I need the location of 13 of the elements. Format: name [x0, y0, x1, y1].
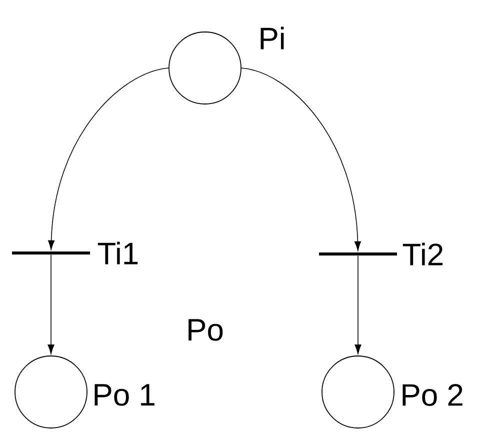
arrow: [48, 68, 169, 250]
node-label: Ti2: [402, 242, 443, 266]
label: Po: [188, 319, 223, 341]
place-circle: [168, 32, 242, 104]
arrow: [241, 68, 361, 251]
node-label: Ti1: [98, 242, 138, 264]
node-label: Po 1: [94, 384, 154, 406]
arrow: [354, 255, 362, 354]
node-label: Pi: [260, 26, 284, 50]
place-circle: [322, 356, 394, 428]
place-circle: [14, 356, 88, 428]
node-label: Po 2: [402, 384, 462, 406]
arrow: [48, 254, 54, 354]
